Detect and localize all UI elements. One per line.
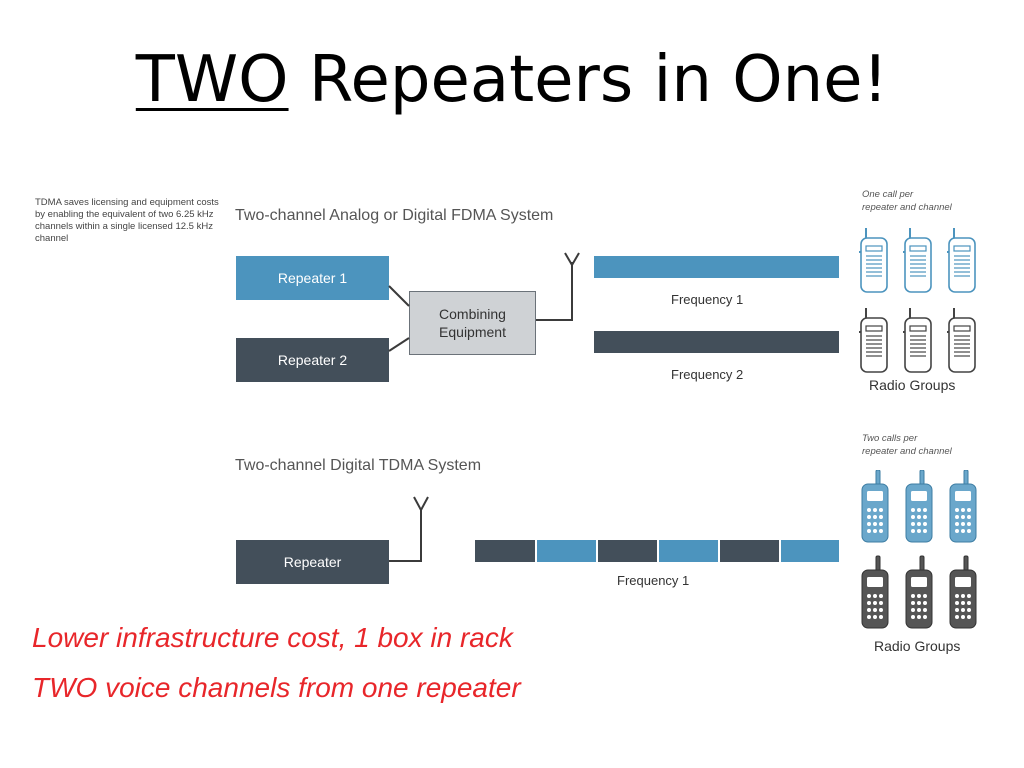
bullet-line-2: TWO voice channels from one repeater	[32, 672, 521, 703]
tdma-note: TDMA saves licensing and equipment costs…	[35, 197, 219, 244]
tdma-antenna-icon	[413, 496, 429, 513]
fdma-antenna-icon	[564, 252, 580, 267]
fdma-caption: One call per repeater and channel	[862, 188, 952, 214]
time-slot-3	[598, 540, 657, 562]
title-emphasis: TWO	[135, 43, 289, 117]
combining-equipment-box: Combining Equipment	[409, 291, 536, 355]
frequency-1-bar	[594, 256, 839, 278]
repeater-2-wire	[388, 337, 410, 352]
frequency-2-label: Frequency 2	[671, 367, 744, 382]
tdma-caption: Two calls per repeater and channel	[862, 432, 952, 458]
combiner-label-line1: Combining	[439, 306, 506, 322]
bullet-line-1: Lower infrastructure cost, 1 box in rack	[32, 622, 513, 653]
tdma-antenna-wire	[389, 508, 422, 562]
time-slot-6	[781, 540, 839, 562]
fdma-caption-line2: repeater and channel	[862, 202, 952, 213]
frequency-1-label: Frequency 1	[671, 292, 744, 307]
combiner-label-line2: Equipment	[439, 324, 506, 340]
frequency-2-bar	[594, 331, 839, 353]
time-slot-4	[659, 540, 718, 562]
repeater-1-wire	[388, 285, 410, 307]
repeater-2-box: Repeater 2	[236, 338, 389, 382]
time-slot-1	[475, 540, 535, 562]
tdma-frequency-label: Frequency 1	[617, 573, 690, 588]
tdma-radio-groups-icon	[861, 470, 977, 629]
repeater-1-box: Repeater 1	[236, 256, 389, 300]
fdma-caption-line1: One call per	[862, 189, 914, 200]
tdma-heading: Two-channel Digital TDMA System	[235, 457, 482, 474]
combiner-antenna-wire	[536, 262, 573, 321]
fdma-radio-groups-icon	[858, 228, 976, 373]
time-slot-5	[720, 540, 779, 562]
time-slot-2	[537, 540, 596, 562]
tdma-caption-line1: Two calls per	[862, 433, 918, 444]
fdma-heading: Two-channel Analog or Digital FDMA Syste…	[235, 207, 554, 224]
repeater-box: Repeater	[236, 540, 389, 584]
page-title: TWO Repeaters in One!	[0, 48, 1024, 112]
tdma-caption-line2: repeater and channel	[862, 446, 952, 457]
fdma-radio-groups-label: Radio Groups	[869, 377, 956, 393]
title-rest: Repeaters in One!	[288, 43, 889, 117]
tdma-radio-groups-label: Radio Groups	[874, 638, 961, 654]
